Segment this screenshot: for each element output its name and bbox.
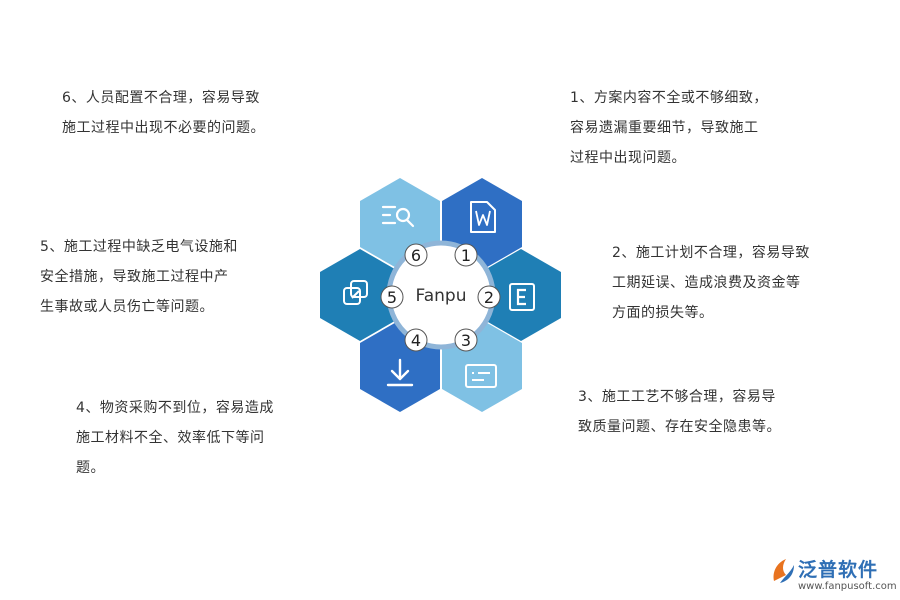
number-4: 4 — [411, 331, 421, 350]
number-badge-4: 4 — [404, 328, 428, 352]
note-3-line-1: 3、施工工艺不够合理，容易导 — [578, 389, 776, 405]
hexagon-2 — [481, 249, 561, 341]
note-1: 1、方案内容不全或不够细致， 容易遗漏重要细节，导致施工 过程中出现问题。 — [570, 83, 768, 173]
note-6-line-2: 施工过程中出现不必要的问题。 — [62, 120, 265, 136]
note-6: 6、人员配置不合理，容易导致 施工过程中出现不必要的问题。 — [62, 83, 265, 143]
center-label: Fanpu — [416, 286, 467, 306]
note-3: 3、施工工艺不够合理，容易导 致质量问题、存在安全隐患等。 — [578, 382, 781, 442]
number-5: 5 — [387, 288, 397, 307]
fanpu-logo: 泛普软件 www.fanpusoft.com — [770, 555, 897, 597]
note-2-line-1: 2、施工计划不合理，容易导致 — [612, 245, 810, 261]
number-badge-2: 2 — [477, 285, 501, 309]
note-5: 5、施工过程中缺乏电气设施和 安全措施，导致施工过程中产 生事故或人员伤亡等问题… — [40, 232, 238, 322]
number-badge-6: 6 — [404, 243, 428, 267]
note-2: 2、施工计划不合理，容易导致 工期延误、造成浪费及资金等 方面的损失等。 — [612, 238, 810, 328]
link-icon — [343, 280, 368, 305]
note-5-line-1: 5、施工过程中缺乏电气设施和 — [40, 239, 238, 255]
number-2: 2 — [484, 288, 494, 307]
word-document-icon — [470, 201, 496, 233]
note-1-line-3: 过程中出现问题。 — [570, 150, 686, 166]
note-4: 4、物资采购不到位，容易造成 施工材料不全、效率低下等问 题。 — [76, 393, 274, 483]
number-badge-3: 3 — [454, 328, 478, 352]
number-badge-1: 1 — [454, 243, 478, 267]
number-3: 3 — [461, 331, 471, 350]
note-5-line-3: 生事故或人员伤亡等问题。 — [40, 299, 214, 315]
logo-name: 泛普软件 — [798, 559, 879, 581]
note-5-line-2: 安全措施，导致施工过程中产 — [40, 269, 229, 285]
note-1-line-2: 容易遗漏重要细节，导致施工 — [570, 120, 759, 136]
note-4-line-2: 施工材料不全、效率低下等问 — [76, 430, 265, 446]
note-2-line-2: 工期延误、造成浪费及资金等 — [612, 275, 801, 291]
download-icon — [386, 358, 414, 387]
note-4-line-3: 题。 — [76, 460, 105, 476]
note-2-line-3: 方面的损失等。 — [612, 305, 714, 321]
note-6-line-1: 6、人员配置不合理，容易导致 — [62, 90, 260, 106]
note-4-line-1: 4、物资采购不到位，容易造成 — [76, 400, 274, 416]
logo-url: www.fanpusoft.com — [798, 581, 897, 592]
logo-mark-icon — [773, 559, 794, 583]
message-icon — [465, 364, 497, 388]
note-1-line-1: 1、方案内容不全或不够细致， — [570, 90, 768, 106]
note-3-line-2: 致质量问题、存在安全隐患等。 — [578, 419, 781, 435]
number-1: 1 — [461, 246, 471, 265]
search-list-icon — [381, 205, 415, 228]
number-badge-5: 5 — [380, 285, 404, 309]
letter-e-icon — [509, 283, 535, 311]
number-6: 6 — [411, 246, 421, 265]
